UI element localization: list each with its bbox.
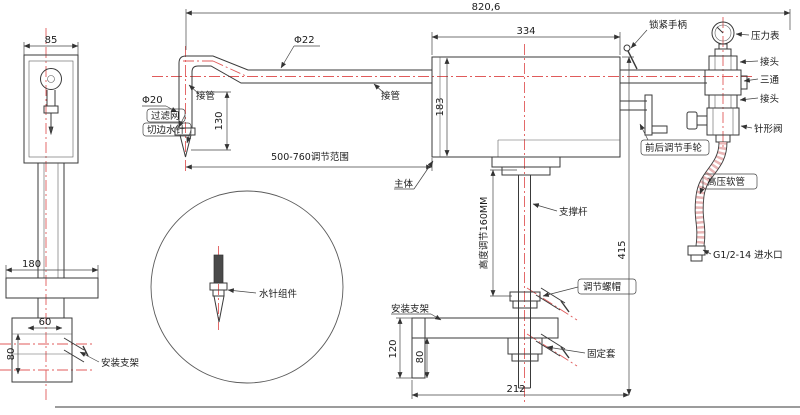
label-needle-valve: 针形阀: [754, 123, 783, 135]
centerlines: [0, 17, 753, 402]
lock-handle-outline: [627, 50, 638, 70]
fixed-sleeve-outline: [507, 337, 543, 355]
dim-body-width: 334: [516, 26, 535, 37]
label-filter-screen: 过滤网: [151, 110, 180, 122]
dim-side-width: 85: [45, 35, 58, 46]
label-pipe-joint-mid: 接管: [381, 90, 400, 102]
dim-bracket-opening: 80: [415, 351, 426, 364]
label-connector-upper: 接头: [760, 56, 779, 68]
bracket-wall: [411, 317, 426, 379]
pipe-assembly: [174, 55, 432, 158]
label-water-inlet: G1/2-14 进水口: [713, 249, 783, 261]
dim-pipe-diameter: Φ22: [294, 35, 315, 46]
bracket-plate: [411, 317, 559, 339]
label-mount-bracket-center: 安装支架: [391, 303, 430, 315]
dim-adjust-range: 500-760调节范围: [271, 151, 349, 163]
dim-overall-height: 415: [617, 240, 628, 259]
handwheel-outline: [644, 94, 653, 136]
label-pipe-joint-left: 接管: [196, 90, 215, 102]
label-adjust-nut: 调节螺帽: [583, 281, 621, 293]
hose: [687, 141, 728, 262]
label-water-needle-assembly: 水针组件: [259, 288, 298, 300]
dim-overall-width: 820,6: [472, 2, 501, 13]
dim-needle-pipe-diameter: Φ20: [142, 95, 163, 106]
label-mount-bracket-left: 安装支架: [101, 357, 140, 369]
dimensions: 820,6 85 Φ22 Φ20 130 334 183 500-760调节范围…: [5, 2, 791, 399]
label-tee: 三通: [760, 75, 780, 86]
detail-view: [150, 190, 344, 384]
main-body-outline: [431, 56, 621, 158]
label-fixed-sleeve: 固定套: [587, 348, 616, 360]
main-body-view: [411, 44, 668, 389]
label-high-pressure-hose: 高压软管: [707, 176, 745, 188]
label-connector-lower: 接头: [760, 93, 779, 105]
dim-height-adjust: 高度调节160MM: [478, 197, 490, 270]
inlet-fitting: [687, 245, 706, 256]
label-pressure-gauge: 压力表: [751, 30, 780, 42]
label-front-rear-handwheel: 前后调节手轮: [645, 142, 703, 154]
label-lock-handle: 锁紧手柄: [649, 19, 687, 31]
label-support-rod: 支撑杆: [559, 206, 588, 218]
dim-bracket-width: 212: [506, 384, 525, 395]
dim-body-height: 183: [435, 97, 446, 116]
trim-needle-tip: [179, 134, 192, 158]
label-trim-water-needle: 切边水针: [147, 124, 186, 136]
dim-bracket-height: 120: [388, 339, 399, 358]
dim-drop-height: 130: [214, 111, 225, 130]
dim-base-width: 60: [39, 317, 52, 328]
valve-gauge-assembly: [620, 21, 748, 143]
side-view: [5, 54, 99, 383]
dim-base-height: 80: [6, 348, 17, 361]
dim-plate-width: 180: [22, 259, 41, 270]
labels: 锁紧手柄 压力表 接头 三通 接头 针形阀 接管 接管 过滤网 切边水针 前后调…: [79, 19, 783, 369]
label-main-body: 主体: [394, 178, 414, 190]
